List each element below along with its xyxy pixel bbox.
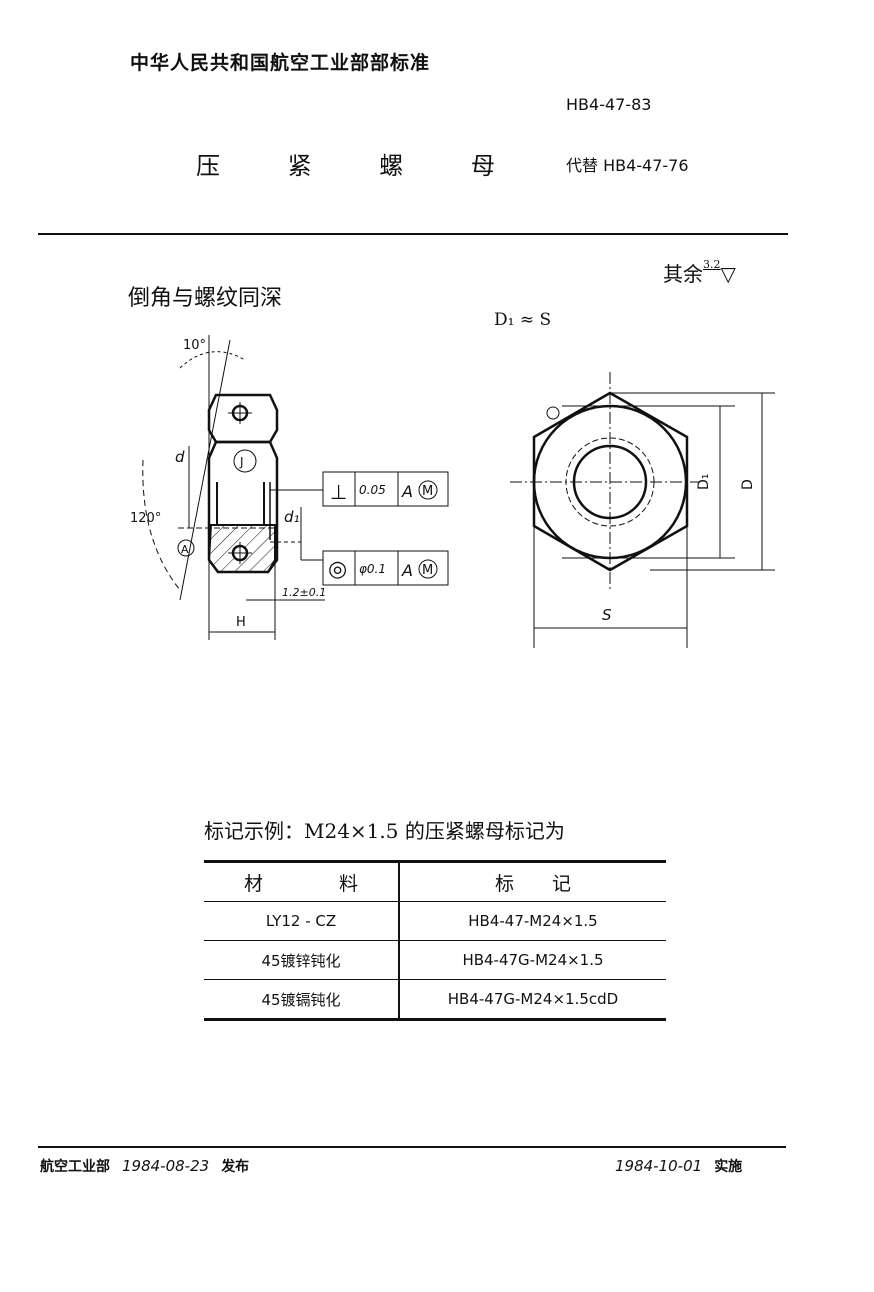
tolerance-value: 0.05 bbox=[359, 483, 386, 497]
marking-table: 材 料 标 记 LY12 - CZ HB4-47-M24×1.5 45镀锌钝化 … bbox=[204, 860, 666, 1021]
concentricity-icon: ◎ bbox=[328, 557, 347, 582]
issuer: 航空工业部 bbox=[40, 1159, 110, 1175]
gap-label: 1.2±0.1 bbox=[282, 586, 326, 599]
marking-cell: HB4-47G-M24×1.5 bbox=[399, 940, 666, 980]
s-label: S bbox=[602, 606, 612, 624]
footer-issue: 航空工业部 1984-08-23 发布 bbox=[40, 1156, 249, 1176]
d-label: d bbox=[175, 448, 185, 466]
j-label: J bbox=[239, 455, 244, 469]
material-cell: 45镀镉钝化 bbox=[204, 979, 400, 1021]
top-view bbox=[510, 372, 775, 648]
angle-side-label: 120° bbox=[130, 511, 161, 526]
roughness-prefix: 其余 bbox=[663, 262, 703, 286]
side-view bbox=[142, 335, 449, 640]
marking-cell: HB4-47G-M24×1.5cdD bbox=[399, 979, 666, 1021]
issue-date: 1984-08-23 bbox=[122, 1157, 210, 1175]
roughness-value: 3.2 bbox=[703, 258, 721, 271]
datum-a-label: A bbox=[181, 543, 189, 556]
effective-date: 1984-10-01 bbox=[615, 1157, 703, 1175]
standard-code: HB4-47-83 bbox=[566, 95, 652, 114]
tolerance-datum: A bbox=[401, 482, 413, 501]
mmc-modifier: M bbox=[422, 563, 433, 578]
roughness-note: 其余3.2▽ bbox=[663, 258, 736, 287]
table-row: 45镀锌钝化 HB4-47G-M24×1.5 bbox=[204, 940, 666, 980]
material-cell: LY12 - CZ bbox=[204, 901, 400, 941]
table-row: 45镀镉钝化 HB4-47G-M24×1.5cdD bbox=[204, 979, 666, 1021]
marking-example: 标记示例：M24×1.5 的压紧螺母标记为 bbox=[204, 819, 565, 843]
organization-title: 中华人民共和国航空工业部部标准 bbox=[130, 52, 431, 74]
h-label: H bbox=[236, 615, 246, 630]
document-title: 压 紧 螺 母 bbox=[196, 152, 525, 180]
d-dimension-label: D bbox=[740, 479, 756, 490]
angle-top-label: 10° bbox=[183, 338, 206, 353]
d1-dimension-label: D₁ bbox=[696, 474, 712, 490]
marking-cell: HB4-47-M24×1.5 bbox=[399, 901, 666, 941]
material-cell: 45镀锌钝化 bbox=[204, 940, 400, 980]
tolerance-datum: A bbox=[401, 561, 413, 580]
footer-divider bbox=[38, 1146, 786, 1148]
mmc-modifier: M bbox=[422, 484, 433, 499]
perpendicularity-icon: ⊥ bbox=[330, 480, 347, 504]
tolerance-frame-concentricity: ◎ φ0.1 A M bbox=[328, 557, 438, 582]
roughness-symbol-icon: ▽ bbox=[720, 262, 736, 286]
header-marking: 标 记 bbox=[399, 861, 666, 902]
tolerance-value: φ0.1 bbox=[359, 562, 386, 576]
replaces-standard: 代替 HB4-47-76 bbox=[566, 156, 689, 175]
effective-label: 实施 bbox=[714, 1159, 743, 1175]
table-header: 材 料 标 记 bbox=[204, 861, 666, 902]
chamfer-note: 倒角与螺纹同深 bbox=[128, 286, 283, 311]
d1-relation: D₁ ≈ S bbox=[494, 310, 552, 330]
d1-label: d₁ bbox=[284, 508, 300, 526]
tolerance-frame-perpendicularity: ⊥ 0.05 A M bbox=[330, 480, 438, 504]
header-divider bbox=[38, 233, 788, 235]
footer-effective: 1984-10-01 实施 bbox=[603, 1156, 742, 1176]
header-material: 材 料 bbox=[204, 861, 400, 902]
table-row: LY12 - CZ HB4-47-M24×1.5 bbox=[204, 901, 666, 941]
issue-label: 发布 bbox=[221, 1159, 250, 1175]
